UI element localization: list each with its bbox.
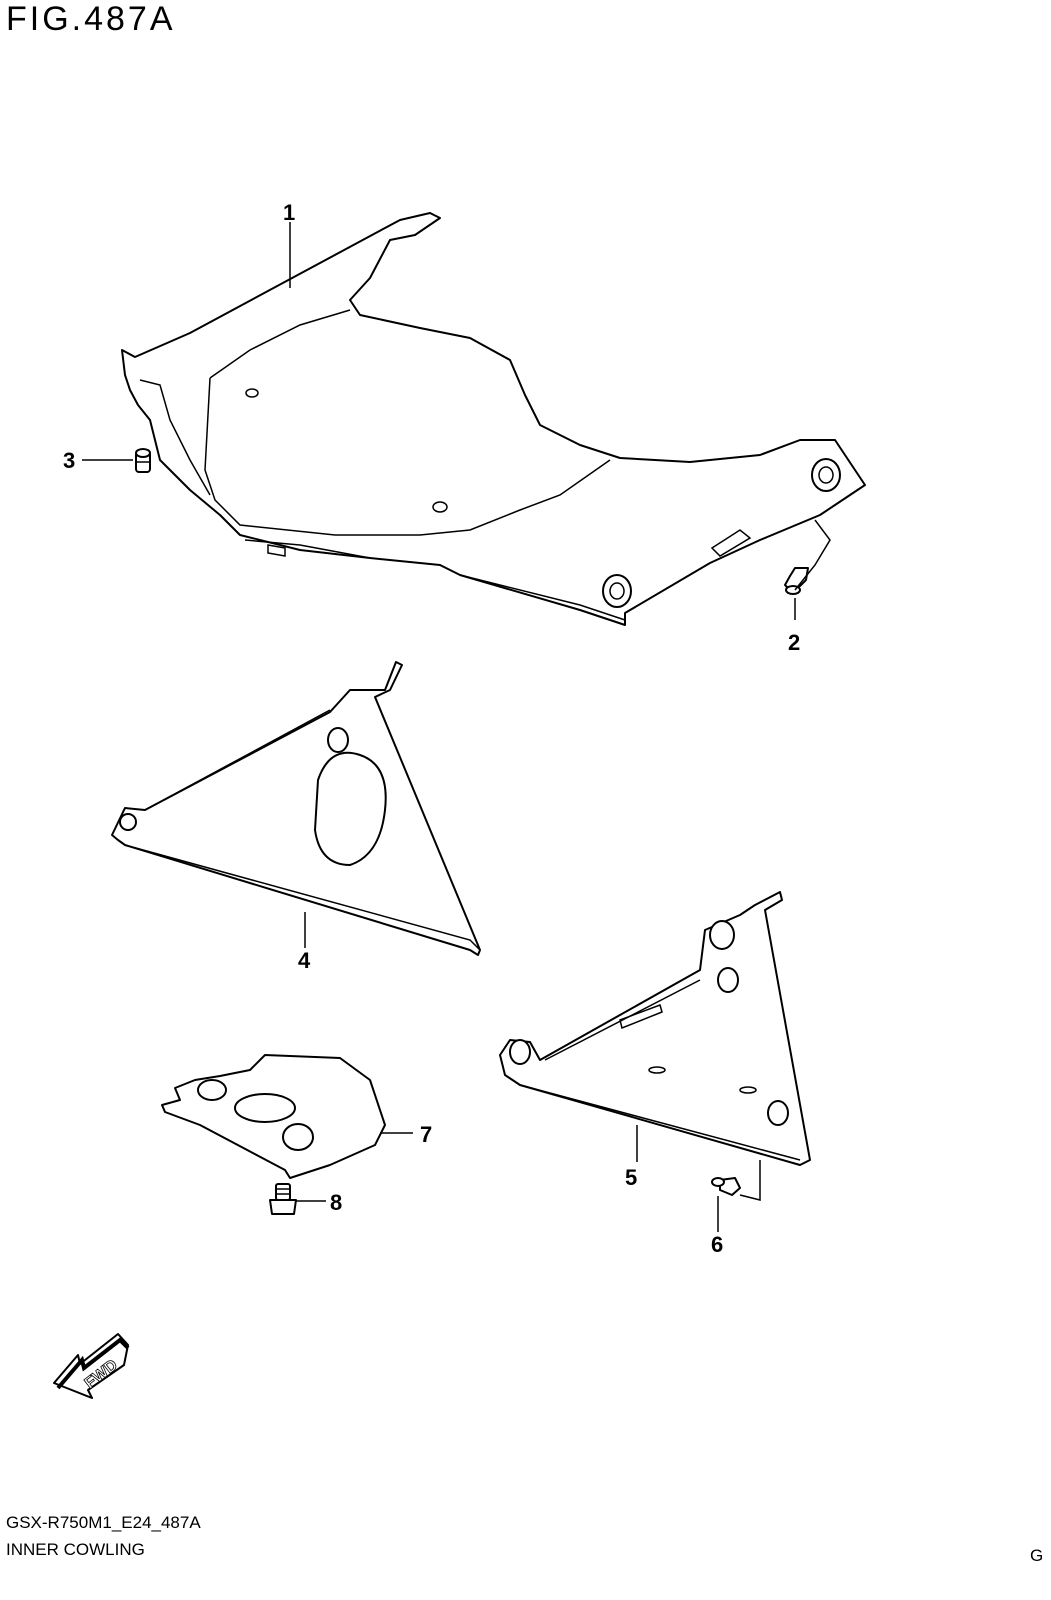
callout-3: 3 — [63, 448, 75, 473]
part-1-inner-cowling[interactable] — [121, 212, 866, 626]
part-7-cover[interactable] — [161, 1054, 386, 1179]
fwd-arrow-icon: FWD — [53, 1333, 130, 1399]
diagram-code: GSX-R750M1_E24_487A — [6, 1513, 201, 1532]
part-3-clip[interactable] — [135, 448, 151, 473]
part-6-clip[interactable] — [711, 1177, 741, 1196]
callout-5: 5 — [625, 1165, 637, 1190]
callout-4: 4 — [298, 948, 311, 973]
diagram-name: INNER COWLING — [6, 1540, 145, 1559]
callout-8: 8 — [330, 1190, 342, 1215]
diagram-letter: G — [1030, 1546, 1044, 1565]
callout-7: 7 — [420, 1122, 432, 1147]
part-8-bolt[interactable] — [269, 1183, 297, 1215]
callout-6: 6 — [711, 1232, 723, 1257]
figure-title: FIG.487A — [6, 0, 176, 38]
leader-lines — [82, 222, 831, 1232]
callout-1: 1 — [283, 200, 295, 225]
callout-2: 2 — [788, 630, 800, 655]
part-2-clip[interactable] — [784, 567, 809, 595]
part-4-inner-panel[interactable] — [111, 661, 481, 956]
part-5-inner-panel[interactable] — [499, 891, 811, 1166]
